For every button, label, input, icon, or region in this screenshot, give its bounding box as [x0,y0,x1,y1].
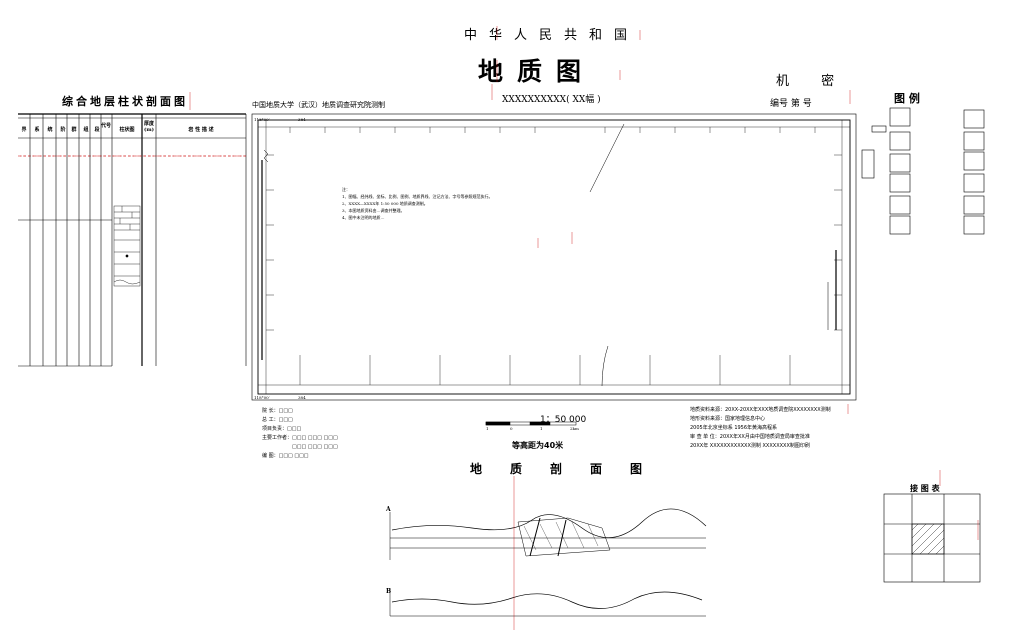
sheet-code: XXXXXXXXXX( XX幅 ) [502,95,601,105]
credit-row: 项目负责：□□□ [262,425,338,434]
scale-bar-label: 1 [540,426,543,431]
country-title: 中华人民共和国 [464,28,640,43]
scale-bar-label: 2km [570,426,579,431]
info-line: 审 查 单 位：20XX年XX月由中国地质调查局审查批准 [690,434,810,440]
credit-row: 院 长：□□□ [262,407,338,416]
map-frame [251,113,857,401]
credit-row: 编 图：□□□ □□□ [262,452,338,461]
stratigraphic-table [18,113,247,367]
section-label-a: A [386,506,391,513]
annotation-marks [20,26,979,540]
map-features [261,123,837,387]
scale-bar [485,421,577,426]
cross-section [389,476,707,630]
index-map-title: 接 图 表 [910,484,940,493]
credit-row: 总 工：□□□ [262,416,338,425]
credits-block: 院 长：□□□ 总 工：□□□ 项目负责：□□□ 主要工作者：□□□ □□□ □… [262,407,338,461]
credit-label: 项目负责： [262,426,288,432]
col-header-description: 岩 性 描 述 [188,127,214,133]
col-header-member: 段 [94,127,100,133]
credit-value: □□□ □□□ □□□ [292,444,338,450]
scale-bar-label: 0 [510,426,513,431]
note-line: 2、XXXX—XXXX年 1:50 000 地质调查测制。 [342,201,428,206]
scale-ratio: 1：50 000 [540,415,587,425]
col-header-group: 群 [71,127,77,133]
note-line: 3、本图地质资料由…调查并整理。 [342,208,405,213]
tick-label-bottom: 384 [298,395,306,400]
credit-value: □□□ [278,417,293,423]
credit-row: 主要工作者：□□□ □□□ □□□ [262,434,338,443]
scale-bar-label: 1 [486,426,489,431]
col-header-code: 代号 [101,123,112,129]
corner-coordinate-bottom-left: 118°00′ [254,395,270,400]
info-line: 20XX年 XXXXXXXXXXXX测制 XXXXXXXX制图印刷 [690,443,810,449]
credit-row: □□□ □□□ □□□ [262,443,338,452]
legend-title: 图 例 [894,92,920,105]
credit-value: □□□ [287,426,302,432]
map-ticks [266,127,842,385]
credit-label: 编 图： [262,453,279,459]
col-header-column: 柱状图 [119,127,135,133]
secret-label: 机 密 [776,74,849,89]
credit-label: 总 工： [262,417,279,423]
col-header-series: 统 [47,127,53,133]
col-header-stage: 阶 [60,127,66,133]
info-block: 地质资料来源：20XX-20XX年XXX地质调查院XXXXXXXX测制 地形资料… [690,406,831,451]
section-label-b: B [386,588,392,595]
column-section-title: 综合地层柱状剖面图 [62,95,188,108]
tick-label-top: 384 [298,117,306,122]
corner-coordinate-top-left: 118°00′ [254,117,270,122]
note-line: 1、图幅、经纬线、坐标、比例、图例、地质界线、注记方法、字号等参照规范执行。 [342,194,493,199]
credit-label: 主要工作者： [262,435,293,441]
column-lithology [113,205,141,287]
serial-number: 编号 第 号 [770,99,812,109]
section-title: 地质剖面图 [470,462,671,476]
col-header-era: 界 [21,127,27,133]
map-title: 地质图 [478,57,596,86]
col-header-system: 系 [34,127,40,133]
note-line: 4、图中未注明的地质… [342,215,385,220]
contour-interval: 等高距为40米 [512,441,564,450]
info-line: 2005年北京坐标系 1956年黄海高程系 [690,425,778,431]
credit-value: □□□ □□□ [278,453,309,459]
organization-text: 中国地质大学（武汉）地质调查研究院测制 [252,101,385,109]
col-header-thickness: 厚度(m) [144,121,155,133]
info-line: 地质资料来源：20XX-20XX年XXX地质调查院XXXXXXXX测制 [690,407,831,413]
credit-label: 院 长： [262,408,279,414]
index-map [883,493,981,583]
notes-heading: 注： [342,187,350,192]
legend-boxes [861,107,985,235]
map-notes: 注： 1、图幅、经纬线、坐标、比例、图例、地质界线、注记方法、字号等参照规范执行… [342,186,702,221]
credit-value: □□□ □□□ □□□ [292,435,338,441]
col-header-formation: 组 [83,127,89,133]
credit-value: □□□ [278,408,293,414]
info-line: 地形资料来源：国家地理信息中心 [690,416,766,422]
